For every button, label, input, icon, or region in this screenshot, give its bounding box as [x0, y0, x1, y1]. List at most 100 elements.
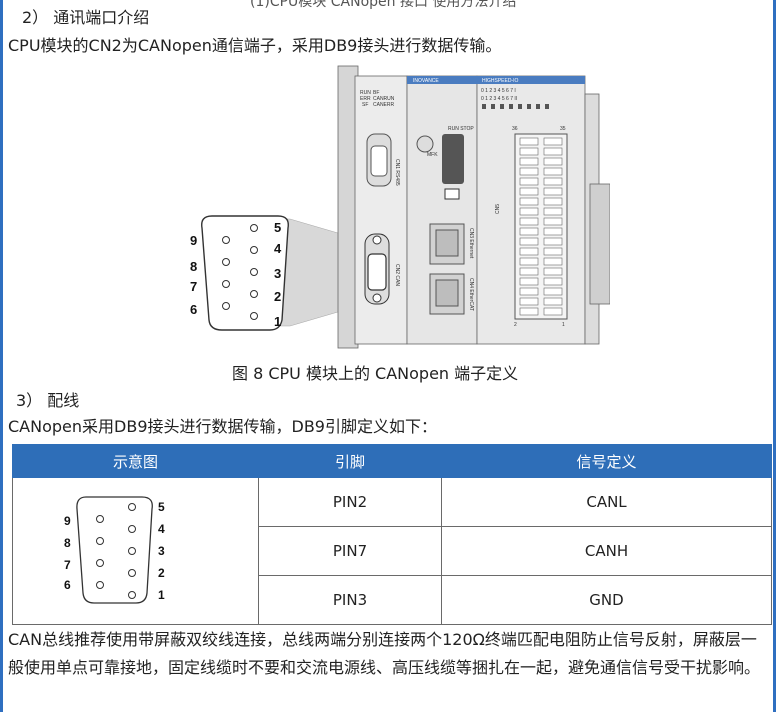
db9-large-holes — [222, 224, 258, 320]
run-stop-label: RUN STOP — [448, 126, 474, 132]
run-led-label: RUN — [360, 90, 371, 96]
terminal-slot — [543, 207, 563, 216]
pin-cell: PIN7 — [258, 526, 442, 576]
header-pin: 引脚 — [258, 444, 442, 478]
canrun-led-label: CANRUN — [373, 96, 395, 102]
terminal-slot — [519, 157, 539, 166]
section-heading-ports: 2） 通讯端口介绍 — [22, 8, 150, 27]
canerr-led-label: CANERR — [373, 102, 395, 108]
small-pin-3: 3 — [158, 544, 165, 558]
brand-label: INOVANCE — [413, 78, 439, 84]
terminal-slot — [519, 257, 539, 266]
db9-diagram-cell: 9 8 7 6 5 4 3 2 1 — [12, 477, 259, 625]
table-row: PIN3 GND — [13, 575, 772, 625]
figure-caption: 图 8 CPU 模块上的 CANopen 端子定义 — [232, 364, 519, 383]
pin-label-1: 1 — [274, 314, 281, 329]
terminal-slot — [543, 237, 563, 246]
mfk-label: MFK — [427, 152, 438, 158]
terminal-slot — [543, 197, 563, 206]
pin-label-2: 2 — [274, 289, 281, 304]
cn35-label: 35 — [560, 126, 566, 132]
err-led-label: ERR — [360, 96, 371, 102]
table-row: 9 8 7 6 5 4 3 2 1 PIN2 CANL — [12, 477, 772, 625]
clipped-heading: (1)CPU模块 CANopen 接口 使用方法介绍 — [250, 0, 517, 10]
signal-cell: CANH — [441, 526, 772, 576]
terminal-slot — [519, 137, 539, 146]
highspeed-label: HIGHSPEED-IO — [482, 78, 519, 84]
terminal-slot — [543, 287, 563, 296]
terminal-slot — [543, 177, 563, 186]
bf-led-label: BF — [373, 90, 379, 96]
cpu-module-figure: 9 8 7 6 5 4 3 2 1 INOVANCE HIGHSPEED-IO … — [190, 65, 610, 349]
terminal-slot — [543, 307, 563, 316]
ports-description: CPU模块的CN2为CANopen通信端子，采用DB9接头进行数据传输。 — [8, 36, 502, 55]
terminal-slot — [519, 197, 539, 206]
cn1-pin-label: 1 — [562, 322, 565, 328]
sf-led-label: SF — [362, 102, 368, 108]
ethernet-ports — [429, 223, 465, 315]
terminal-slot — [519, 167, 539, 176]
terminal-slot — [543, 257, 563, 266]
terminal-slot — [519, 147, 539, 156]
terminal-slot — [519, 267, 539, 276]
cn2-pin-label: 2 — [514, 322, 517, 328]
terminal-slot — [519, 187, 539, 196]
wiring-description: CANopen采用DB9接头进行数据传输，DB9引脚定义如下： — [8, 417, 437, 436]
small-pin-1: 1 — [158, 588, 165, 602]
terminal-slot — [543, 187, 563, 196]
wiring-note: CAN总线推荐使用带屏蔽双绞线连接，总线两端分别连接两个120Ω终端匹配电阻防止… — [8, 630, 761, 677]
terminal-slot — [543, 217, 563, 226]
terminal-slot — [519, 287, 539, 296]
terminal-slot — [519, 217, 539, 226]
terminal-slot — [543, 137, 563, 146]
db9-large-outline — [201, 215, 289, 331]
terminal-slot — [543, 267, 563, 276]
cn1-label: CN1 RS485 — [394, 159, 400, 186]
small-pin-7: 7 — [64, 558, 71, 572]
rs485-port — [366, 133, 392, 187]
cn3-label: CN3 Ethernet — [468, 228, 474, 259]
pin-label-9: 9 — [190, 233, 197, 248]
pin-label-6: 6 — [190, 302, 197, 317]
terminal-slot — [519, 177, 539, 186]
cn2-label: CN2 CAN — [394, 264, 400, 286]
signal-cell: CANL — [441, 477, 772, 527]
section-heading-wiring: 3） 配线 — [16, 391, 80, 410]
terminal-slot — [519, 247, 539, 256]
terminal-slot — [543, 167, 563, 176]
pin-label-4: 4 — [274, 241, 282, 256]
db9-pin-table: 示意图 引脚 信号定义 9 8 7 6 5 — [12, 444, 772, 625]
small-pin-8: 8 — [64, 536, 71, 550]
terminal-slot — [543, 147, 563, 156]
can-port — [364, 233, 390, 305]
pin-label-5: 5 — [274, 220, 281, 235]
db9-small-diagram: 9 8 7 6 5 4 3 2 1 — [64, 496, 165, 604]
pin-cell: PIN2 — [258, 477, 442, 527]
terminal-slot — [543, 277, 563, 286]
header-diagram: 示意图 — [12, 444, 259, 478]
small-pin-9: 9 — [64, 514, 71, 528]
cn36-label: 36 — [512, 126, 518, 132]
terminal-slot — [519, 297, 539, 306]
terminal-slot — [543, 247, 563, 256]
terminal-slot — [519, 307, 539, 316]
small-pin-4: 4 — [158, 522, 165, 536]
cn5-label: CN5 — [495, 204, 501, 214]
terminal-slot — [519, 207, 539, 216]
pin-label-7: 7 — [190, 279, 197, 294]
pin-cell: PIN3 — [258, 575, 442, 625]
small-pin-5: 5 — [158, 500, 165, 514]
io-row-top: 0 1 2 3 4 5 6 7 I — [481, 88, 516, 94]
terminal-slot — [519, 227, 539, 236]
header-signal: 信号定义 — [441, 444, 772, 478]
signal-cell: GND — [441, 575, 772, 625]
pin-label-3: 3 — [274, 266, 281, 281]
terminal-slot — [543, 157, 563, 166]
small-pin-2: 2 — [158, 566, 165, 580]
pin-label-8: 8 — [190, 259, 197, 274]
terminal-slot — [543, 227, 563, 236]
terminal-slot — [519, 277, 539, 286]
terminal-slot — [519, 237, 539, 246]
io-row-bottom: 0 1 2 3 4 5 6 7 II — [481, 96, 517, 102]
